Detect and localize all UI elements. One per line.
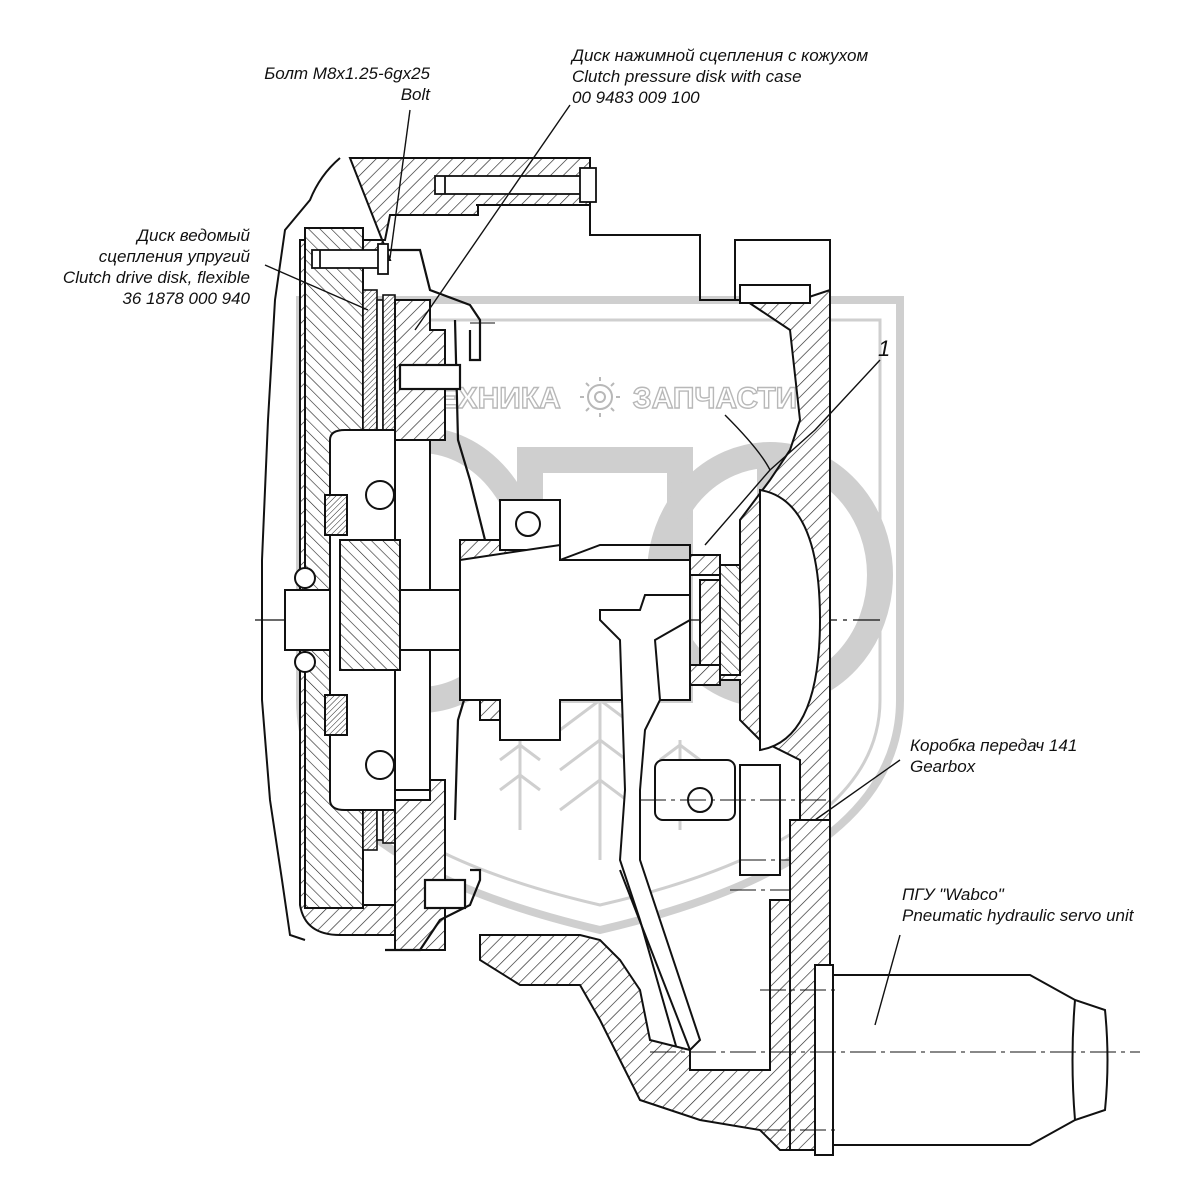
gearbox-label-en: Gearbox xyxy=(910,757,976,776)
callout-bolt: Болт М8х1.25-6gх25 Bolt xyxy=(180,63,430,105)
drive-disk-label-ru-2: сцепления упругий xyxy=(98,247,250,266)
pressure-disk-part-number: 00 9483 009 100 xyxy=(572,88,700,107)
gear-icon xyxy=(580,377,620,417)
drive-disk-label-en: Clutch drive disk, flexible xyxy=(62,268,250,287)
position-number-1: 1 xyxy=(878,336,891,361)
watermark-right-text: ЗАПЧАСТИ xyxy=(633,382,797,415)
aux-centerlines xyxy=(470,322,1140,1131)
servo-label-en: Pneumatic hydraulic servo unit xyxy=(902,906,1134,925)
callout-pressure-disk: Диск нажимной сцепления с кожухом Clutch… xyxy=(572,45,868,108)
drive-disk-label-ru-1: Диск ведомый xyxy=(137,226,250,245)
servo-label-ru: ПГУ "Wabco" xyxy=(902,885,1004,904)
callout-gearbox: Коробка передач 141 Gearbox xyxy=(910,735,1077,777)
bolt-leader xyxy=(389,109,411,259)
position-1-leader xyxy=(704,359,881,546)
pressure-disk-leader xyxy=(414,104,571,331)
bolt-m8 xyxy=(311,243,389,275)
gearbox-housing xyxy=(689,284,831,821)
leader-lines xyxy=(264,104,901,1026)
drive-disk-part-number: 36 1878 000 940 xyxy=(122,289,250,308)
gearbox-label-ru: Коробка передач 141 xyxy=(910,736,1078,755)
gearbox-leader xyxy=(814,759,901,821)
callout-servo: ПГУ "Wabco" Pneumatic hydraulic servo un… xyxy=(902,884,1134,926)
servo-unit xyxy=(814,964,1109,1156)
servo-leader xyxy=(874,934,901,1026)
bolt-label-en: Bolt xyxy=(400,85,430,104)
bolt-label-ru: Болт М8х1.25-6gх25 xyxy=(264,64,430,83)
drive-disk-leader xyxy=(264,264,369,311)
pressure-disk-label-en: Clutch pressure disk with case xyxy=(572,67,802,86)
pressure-disk-label-ru: Диск нажимной сцепления с кожухом xyxy=(572,46,869,65)
callout-drive-disk: Диск ведомый сцепления упругий Clutch dr… xyxy=(40,225,250,309)
